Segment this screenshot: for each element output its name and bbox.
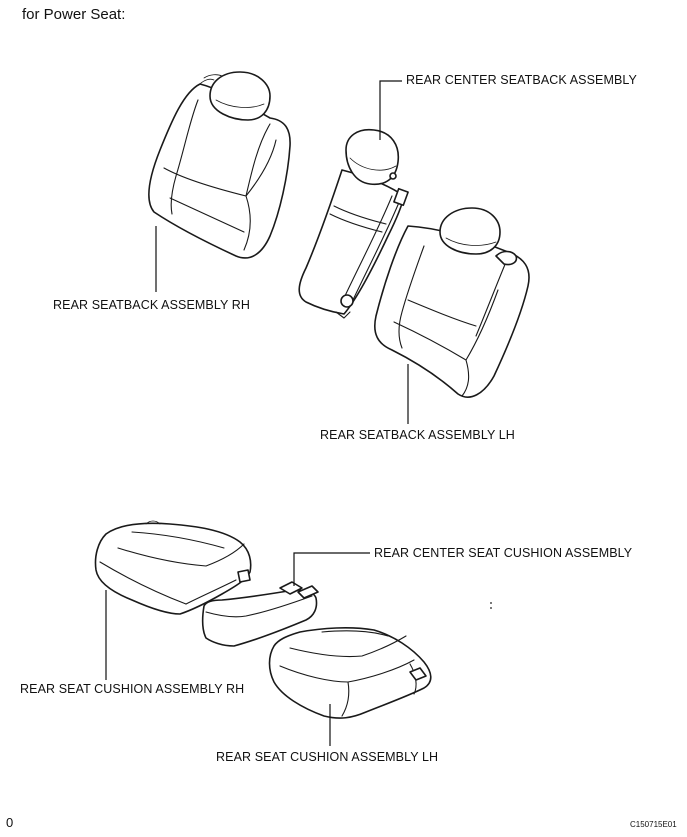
label-rear-seat-cushion-assembly-lh: REAR SEAT CUSHION ASSEMBLY LH xyxy=(216,750,439,764)
label-rear-seatback-assembly-lh: REAR SEATBACK ASSEMBLY LH xyxy=(320,428,515,442)
label-rear-seat-cushion-assembly-rh: REAR SEAT CUSHION ASSEMBLY RH xyxy=(20,682,245,696)
rear-center-seat-cushion-drawing xyxy=(201,581,319,647)
figure-code: C150715E01 xyxy=(630,820,677,829)
leader-rear-center-seat-cushion xyxy=(293,552,370,586)
page-title: for Power Seat: xyxy=(22,6,126,23)
stray-dot xyxy=(490,607,492,609)
rear-center-seatback-drawing xyxy=(298,128,409,319)
rear-seatback-rh-drawing xyxy=(148,71,291,259)
stray-dot xyxy=(490,602,492,604)
rear-seat-cushion-lh-drawing xyxy=(268,627,432,719)
rear-seatback-lh-drawing xyxy=(374,207,530,398)
leader-rear-center-seatback xyxy=(379,80,402,140)
footer-left-mark: 0 xyxy=(6,815,14,830)
label-rear-seatback-assembly-rh: REAR SEATBACK ASSEMBLY RH xyxy=(53,298,251,312)
label-rear-center-seat-cushion-assembly: REAR CENTER SEAT CUSHION ASSEMBLY xyxy=(374,546,633,560)
rear-seat-cushion-rh-drawing xyxy=(94,520,252,615)
label-rear-center-seatback-assembly: REAR CENTER SEATBACK ASSEMBLY xyxy=(406,73,637,87)
